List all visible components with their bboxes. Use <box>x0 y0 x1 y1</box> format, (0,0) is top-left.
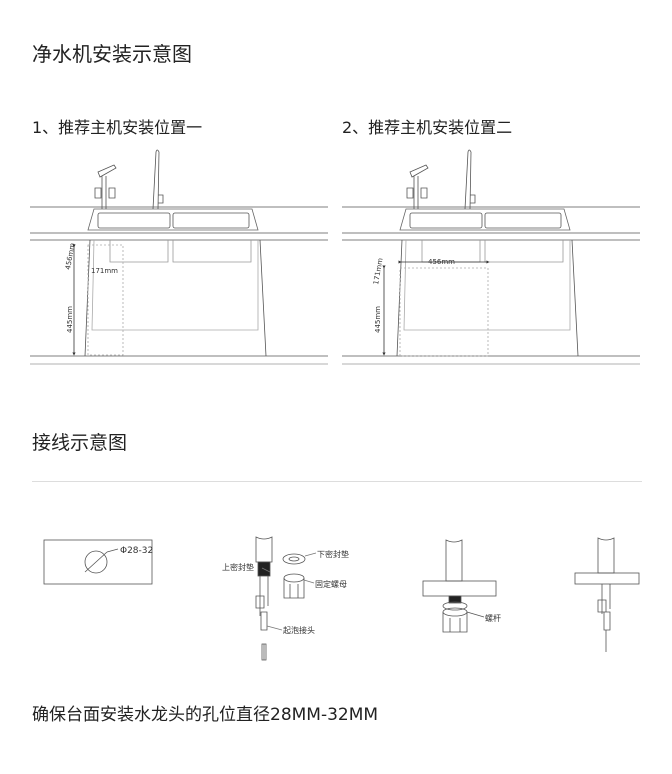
dim-height-1: 456mm <box>64 242 77 270</box>
position-1-title: 1、推荐主机安装位置一 <box>32 118 203 137</box>
dim-base-2: 445mm <box>374 306 382 333</box>
installed-faucet-diagram-1 <box>422 539 497 633</box>
dim-width-2: 456mm <box>428 258 455 266</box>
sink-diagram-2 <box>341 149 641 365</box>
exploded-parts-diagram <box>255 536 317 661</box>
section-divider <box>32 481 642 482</box>
footer-note: 确保台面安装水龙头的孔位直径28MM-32MM <box>32 705 379 725</box>
upper-seal-label: 上密封垫 <box>222 562 254 572</box>
dim-height-2: 171mm <box>372 257 385 285</box>
countertop-hole-diagram <box>43 539 153 585</box>
bubbler-label: 起泡接头 <box>283 625 315 635</box>
position-2-title: 2、推荐主机安装位置二 <box>342 118 513 137</box>
wiring-section-title: 接线示意图 <box>32 432 128 454</box>
sink-diagram-1 <box>29 149 329 365</box>
lower-seal-label: 下密封垫 <box>317 549 349 559</box>
fix-nut-label: 固定螺母 <box>315 579 347 589</box>
screw-label: 螺杆 <box>485 613 501 623</box>
dim-width-1: 171mm <box>91 267 118 275</box>
installed-faucet-diagram-2 <box>574 537 640 652</box>
dim-base-1: 445mm <box>66 306 74 333</box>
hole-diameter-label: Φ28-32 <box>120 546 153 556</box>
page-title: 净水机安装示意图 <box>32 42 192 66</box>
